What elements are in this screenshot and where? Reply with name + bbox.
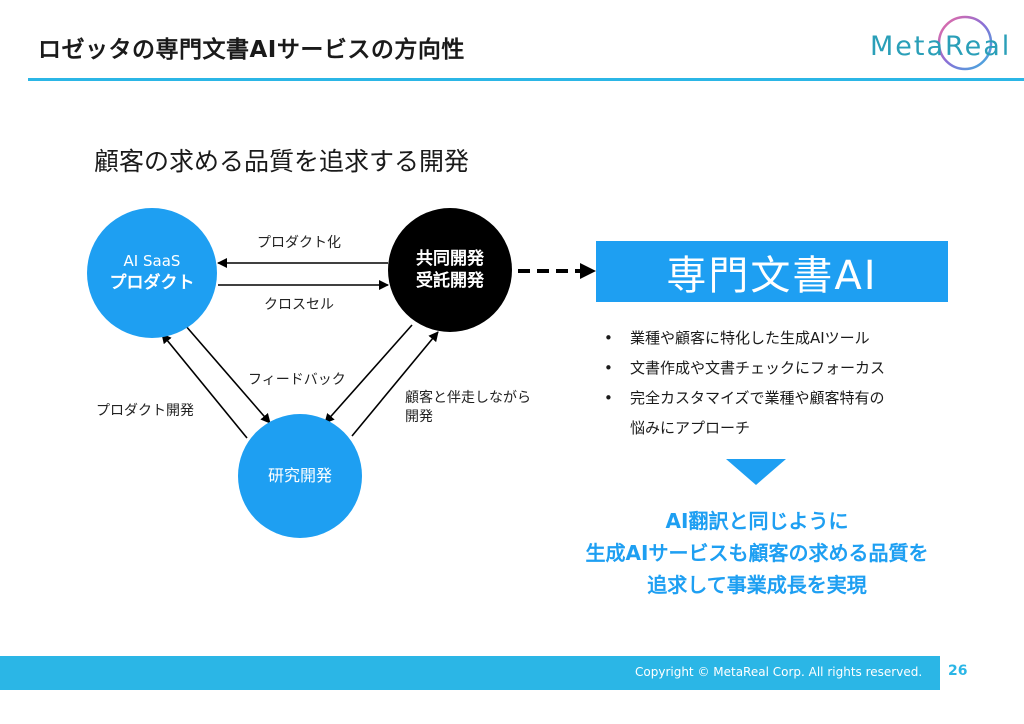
node-research-development: 研究開発 bbox=[238, 414, 362, 538]
bullet-icon: • bbox=[604, 389, 613, 407]
node-joint-development: 共同開発 受託開発 bbox=[388, 208, 512, 332]
edge-label-product-dev: プロダクト開発 bbox=[96, 403, 194, 419]
logo-ring-icon bbox=[937, 15, 993, 71]
conclusion-text: AI翻訳と同じように 生成AIサービスも顧客の求める品質を 追求して事業成長を実… bbox=[560, 505, 954, 601]
edge-label-cocreate-line1: 顧客と伴走しながら bbox=[405, 390, 531, 406]
copyright-text: Copyright © MetaReal Corp. All rights re… bbox=[635, 665, 923, 679]
arrow-joint-to-rd bbox=[324, 324, 413, 424]
metareal-logo: MetaReal bbox=[866, 14, 1016, 76]
conclusion-line2: 生成AIサービスも顧客の求める品質を bbox=[585, 541, 929, 565]
node-ai-saas-line1: AI SaaS bbox=[123, 252, 181, 271]
section-subtitle: 顧客の求める品質を追求する開発 bbox=[94, 147, 470, 176]
list-item-continuation: 悩みにアプローチ bbox=[630, 419, 751, 437]
edge-label-cocreate: 顧客と伴走しながら 開発 bbox=[405, 389, 531, 427]
arrow-product-dev bbox=[161, 333, 248, 439]
list-item: • 業種や顧客に特化した生成AIツール bbox=[600, 323, 885, 353]
feature-bullet-list: • 業種や顧客に特化した生成AIツール • 文書作成や文書チェックにフォーカス • 完… bbox=[600, 323, 885, 443]
node-ai-saas-line2: プロダクト bbox=[109, 272, 195, 293]
conclusion-line3: 追求して事業成長を実現 bbox=[647, 573, 867, 597]
list-item: • 文書作成や文書チェックにフォーカス bbox=[600, 353, 885, 383]
bullet-icon: • bbox=[604, 329, 613, 347]
bullet-text: 完全カスタマイズで業種や顧客特有の bbox=[630, 389, 885, 407]
page-title: ロゼッタの専門文書AIサービスの方向性 bbox=[38, 37, 465, 63]
edge-label-productize: プロダクト化 bbox=[257, 235, 341, 251]
edge-label-cross-sell: クロスセル bbox=[264, 297, 334, 313]
arrow-feedback bbox=[184, 324, 271, 424]
arrow-rd-to-joint bbox=[351, 331, 439, 437]
logo-text: MetaReal bbox=[870, 31, 1012, 62]
node-joint-line1: 共同開発 bbox=[416, 248, 484, 269]
conclusion-line1: AI翻訳と同じように bbox=[665, 509, 849, 533]
edge-label-feedback: フィードバック bbox=[248, 372, 346, 388]
page-number: 26 bbox=[948, 663, 968, 679]
specialized-document-ai-box: 専門文書AI bbox=[596, 241, 948, 302]
node-ai-saas-product: AI SaaS プロダクト bbox=[87, 208, 217, 338]
footer-bar bbox=[0, 656, 940, 690]
bullet-text: 文書作成や文書チェックにフォーカス bbox=[630, 359, 886, 377]
edge-label-cocreate-line2: 開発 bbox=[405, 408, 433, 425]
list-item: • 完全カスタマイズで業種や顧客特有の bbox=[600, 383, 885, 413]
bullet-icon: • bbox=[604, 359, 613, 377]
title-rule bbox=[28, 78, 1024, 81]
node-joint-line2: 受託開発 bbox=[416, 271, 484, 291]
node-rd-label: 研究開発 bbox=[267, 465, 332, 485]
bullet-text: 業種や顧客に特化した生成AIツール bbox=[630, 329, 870, 347]
down-triangle-icon bbox=[726, 459, 786, 485]
